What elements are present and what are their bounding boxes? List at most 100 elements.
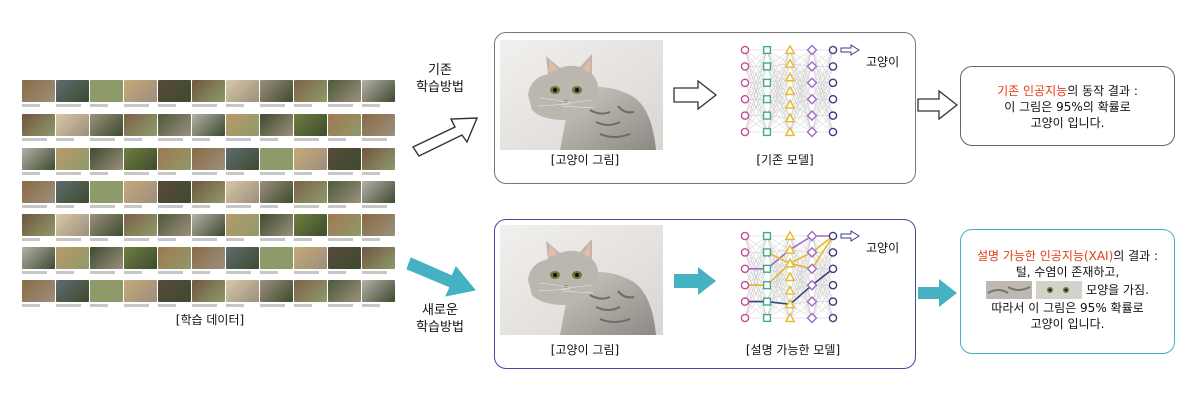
network-connection	[766, 49, 791, 83]
training-thumbnail	[328, 181, 361, 203]
network-node	[828, 231, 838, 241]
network-connection	[744, 99, 768, 133]
thumbnail-caption-line	[158, 304, 176, 307]
output-arrow-icon	[840, 44, 860, 56]
thumbnail-caption-line	[260, 172, 285, 175]
network-connection	[744, 235, 768, 269]
network-node	[806, 263, 818, 275]
training-thumbnail	[226, 80, 259, 102]
training-data-collage	[22, 80, 397, 307]
network-connection	[811, 49, 834, 67]
training-thumbnail	[158, 114, 191, 136]
thumbnail-caption-line	[90, 271, 115, 274]
network-node	[784, 112, 796, 123]
thumbnail-caption-line	[124, 304, 149, 307]
network-node	[828, 62, 838, 71]
network-connection	[766, 63, 791, 133]
training-thumbnail	[56, 148, 89, 170]
network-node	[806, 246, 818, 258]
network-node	[806, 126, 818, 138]
network-connection	[766, 249, 791, 286]
network-connection	[766, 63, 791, 100]
training-thumbnail	[90, 114, 123, 136]
thumbnail-caption-line	[226, 104, 244, 107]
network-connection	[811, 99, 834, 133]
network-node	[762, 62, 772, 71]
thumbnail-caption-line	[124, 172, 149, 175]
network-node	[828, 45, 838, 55]
thumbnail-caption-line	[328, 138, 346, 141]
thumbnail-caption-line	[362, 138, 387, 141]
thumbnail-caption-line	[260, 271, 278, 274]
training-thumbnail	[362, 247, 395, 269]
thumbnail-caption-line	[56, 304, 81, 307]
network-node	[784, 126, 796, 137]
xai-result-line1: 의 결과 :	[1113, 249, 1159, 263]
training-thumbnail	[260, 247, 293, 269]
network-node	[740, 111, 750, 120]
network-node	[762, 313, 772, 323]
network-node	[784, 285, 796, 295]
thumbnail-caption-line	[124, 138, 142, 141]
xai-result-arrow	[918, 279, 957, 307]
network-node	[828, 280, 838, 290]
training-thumbnail	[158, 280, 191, 302]
network-node	[828, 127, 838, 137]
xai-result-line4: 따라서 이 그림은 95% 확률로	[991, 301, 1144, 315]
thumbnail-caption-line	[90, 172, 108, 175]
network-connection	[789, 99, 813, 133]
training-thumbnail	[328, 80, 361, 102]
thumbnail-caption-line	[22, 304, 40, 307]
thumbnail-caption-line	[260, 238, 285, 241]
thumbnail-caption-line	[22, 271, 47, 274]
xai-neural-network	[740, 230, 860, 324]
training-thumbnail	[362, 214, 395, 236]
thumbnail-caption-line	[90, 104, 108, 107]
existing-method-label-line2: 학습방법	[416, 80, 464, 95]
thumbnail-caption-line	[226, 238, 244, 241]
network-connection	[811, 285, 834, 319]
network-node	[806, 44, 818, 56]
thumbnail-caption-line	[90, 304, 108, 307]
network-connection	[789, 268, 813, 291]
network-node	[740, 264, 750, 274]
training-thumbnail	[260, 181, 293, 203]
existing-method-label-line1: 기존	[428, 63, 452, 78]
network-connection	[744, 268, 768, 319]
thumbnail-caption-line	[362, 205, 387, 208]
thumbnail-caption-line	[226, 304, 244, 307]
xai-method-label-line1: 새로운	[422, 303, 458, 318]
network-connection	[766, 63, 791, 116]
network-connection	[789, 49, 813, 133]
training-thumbnail	[90, 214, 123, 236]
network-node	[740, 94, 750, 104]
training-thumbnail	[294, 148, 327, 170]
thumbnail-caption-line	[192, 138, 210, 141]
training-thumbnail	[56, 114, 89, 136]
network-connection	[744, 82, 768, 133]
network-connection	[811, 235, 834, 302]
thumbnail-caption-line	[294, 104, 312, 107]
network-connection	[744, 66, 768, 133]
training-thumbnail	[362, 148, 395, 170]
thumbnail-caption-line	[260, 304, 285, 307]
network-node	[806, 77, 818, 89]
training-thumbnail	[158, 214, 191, 236]
network-node	[762, 45, 772, 55]
network-node	[762, 78, 772, 87]
network-connection	[789, 249, 813, 302]
left-arrows	[406, 117, 479, 297]
thumbnail-caption-line	[192, 205, 210, 208]
training-thumbnail	[294, 247, 327, 269]
network-connection	[811, 268, 834, 319]
network-connection	[811, 49, 834, 116]
thumbnail-caption-line	[158, 104, 176, 107]
network-node	[740, 45, 750, 55]
training-thumbnail	[294, 214, 327, 236]
network-connection	[789, 252, 813, 291]
existing-method-label: 기존 학습방법	[410, 62, 470, 96]
network-connection	[766, 263, 791, 302]
network-node	[762, 281, 772, 290]
thumbnail-caption-line	[294, 172, 312, 175]
